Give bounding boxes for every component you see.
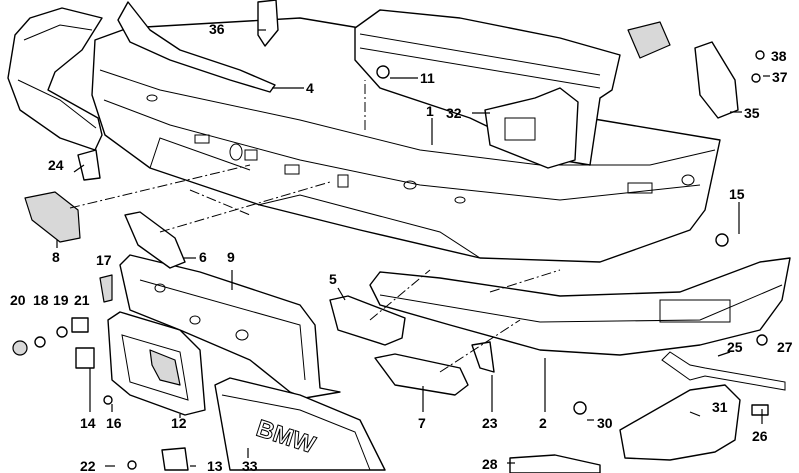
callout-13: 13 xyxy=(207,458,223,473)
right-cover-part xyxy=(374,353,469,396)
screw-part-27 xyxy=(756,334,768,346)
right-grille-part xyxy=(329,295,406,346)
clip-part-24 xyxy=(77,149,101,181)
callout-31: 31 xyxy=(712,399,728,415)
clip-part-14 xyxy=(75,347,95,369)
callout-11: 11 xyxy=(420,70,435,86)
air-duct-part xyxy=(484,87,579,169)
callout-2: 2 xyxy=(539,415,547,431)
clip-part-26 xyxy=(751,404,769,416)
cap-part-20 xyxy=(12,340,28,356)
plate-holder-part xyxy=(107,311,206,416)
callout-5: 5 xyxy=(329,271,337,287)
clip-part-17 xyxy=(99,274,113,303)
duct-opening xyxy=(504,117,536,141)
clip-part-23 xyxy=(471,341,495,373)
callout-22: 22 xyxy=(80,458,96,473)
nut-part-18 xyxy=(34,336,46,348)
callout-37: 37 xyxy=(772,69,788,85)
nut-part-13 xyxy=(161,447,189,471)
callout-12: 12 xyxy=(171,415,187,431)
leader-lines xyxy=(56,29,770,467)
callout-33: 33 xyxy=(242,458,258,473)
plate-panel-part xyxy=(119,254,341,399)
inner-grille-part xyxy=(124,211,186,269)
callout-9: 9 xyxy=(227,249,235,265)
callout-20: 20 xyxy=(10,292,26,308)
brake-duct-part xyxy=(619,384,741,461)
bracket-top-part xyxy=(627,21,671,59)
alignment-lines xyxy=(69,80,561,373)
insert-part-21 xyxy=(71,317,89,333)
callout-21: 21 xyxy=(74,292,90,308)
callout-7: 7 xyxy=(418,415,426,431)
clip-part-37 xyxy=(751,73,761,83)
washer-part-19 xyxy=(56,326,68,338)
callout-28: 28 xyxy=(482,456,498,472)
callout-35: 35 xyxy=(744,105,760,121)
callout-1: 1 xyxy=(426,103,434,119)
callout-17: 17 xyxy=(96,252,112,268)
screw-part-16 xyxy=(103,395,113,405)
callout-18: 18 xyxy=(33,292,49,308)
lower-spoiler-part xyxy=(369,257,791,356)
clip-part-38 xyxy=(755,50,765,60)
bracket-part xyxy=(661,351,786,391)
callout-25: 25 xyxy=(727,339,743,355)
callout-27: 27 xyxy=(777,339,793,355)
bolt-part-30 xyxy=(573,401,587,415)
seal-strip-part xyxy=(117,1,276,93)
trim-part-28 xyxy=(509,454,601,473)
left-trim-strip xyxy=(7,7,103,151)
callout-24: 24 xyxy=(48,157,64,173)
callout-36: 36 xyxy=(209,21,225,37)
callout-8: 8 xyxy=(52,249,60,265)
callout-19: 19 xyxy=(53,292,69,308)
callout-32: 32 xyxy=(446,105,462,121)
callout-23: 23 xyxy=(482,415,498,431)
callout-6: 6 xyxy=(199,249,207,265)
callout-15: 15 xyxy=(729,186,745,202)
side-bracket-part xyxy=(694,41,739,119)
bolt-part-15 xyxy=(715,233,729,247)
callout-4: 4 xyxy=(306,80,314,96)
bolt-part-11 xyxy=(376,65,390,79)
lower-grille-part: BMW xyxy=(214,377,386,471)
left-cover-part xyxy=(24,191,81,243)
screw-part-22 xyxy=(127,460,137,470)
callout-14: 14 xyxy=(80,415,96,431)
callout-26: 26 xyxy=(752,428,768,444)
callout-30: 30 xyxy=(597,415,613,431)
callout-16: 16 xyxy=(106,415,122,431)
callout-38: 38 xyxy=(771,48,787,64)
